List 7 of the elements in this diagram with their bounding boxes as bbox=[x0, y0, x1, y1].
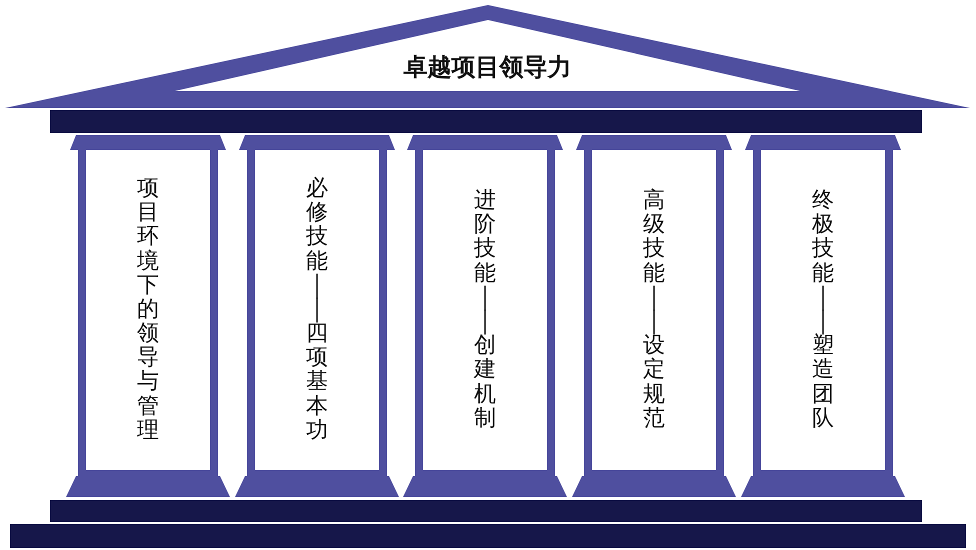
roof-title: 卓越项目领导力 bbox=[402, 52, 572, 83]
column-label: 终极技能——塑造团队 bbox=[812, 189, 834, 431]
column-label: 进阶技能——创建机制 bbox=[474, 189, 496, 431]
column-label: 必修技能——四项基本功 bbox=[306, 176, 328, 444]
column-label: 高级技能——设定规范 bbox=[643, 189, 665, 431]
roof-triangle bbox=[5, 5, 970, 109]
column-label: 项目环境下的领导与管理 bbox=[137, 176, 159, 444]
